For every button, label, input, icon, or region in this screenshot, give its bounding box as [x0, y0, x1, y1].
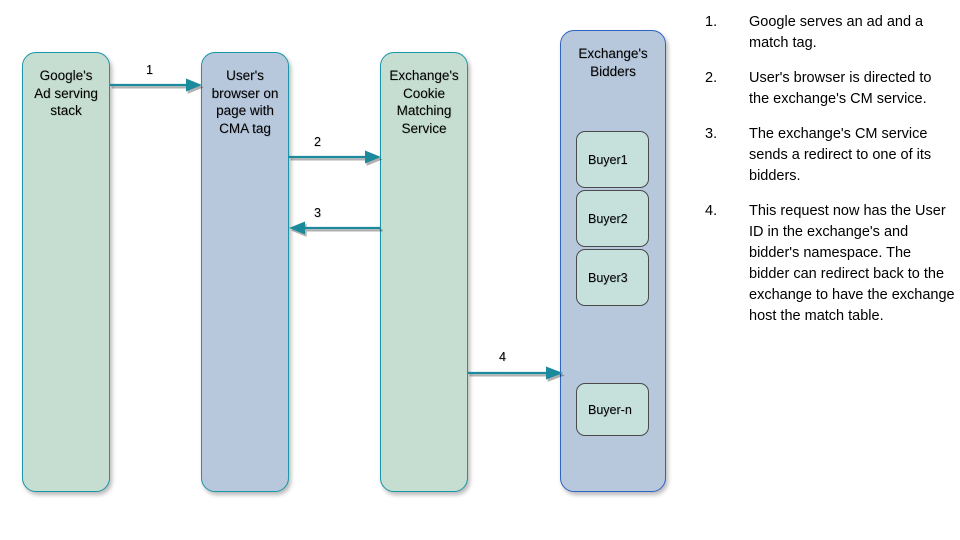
process-box-exchange-cookie-matching-service[interactable]: Exchange's Cookie Matching Service [380, 52, 468, 492]
buyer-box-buyer-n[interactable]: Buyer-n [576, 383, 649, 436]
buyer-box-buyer3[interactable]: Buyer3 [576, 249, 649, 306]
step-number: 3. [705, 126, 718, 142]
arrow-2-shape [289, 150, 383, 166]
step-text: Google serves an ad and a match tag. [749, 14, 924, 51]
steps-list: 1. Google serves an ad and a match tag. … [705, 12, 955, 341]
step-text: User's browser is directed to the exchan… [749, 70, 932, 107]
arrow-1-label: 1 [146, 63, 153, 77]
step-item: 1. Google serves an ad and a match tag. [705, 12, 955, 54]
buyer-box-label: Buyer3 [588, 270, 628, 285]
process-box-label: User's browser on page with CMA tag [211, 68, 279, 136]
arrow-2-label: 2 [314, 135, 321, 149]
step-item: 4. This request now has the User ID in t… [705, 201, 955, 327]
buyer-box-buyer2[interactable]: Buyer2 [576, 190, 649, 247]
buyer-box-label: Buyer1 [588, 152, 628, 167]
step-number: 4. [705, 203, 718, 219]
process-box-user-browser[interactable]: User's browser on page with CMA tag [201, 52, 289, 492]
arrow-4-shape [468, 366, 565, 382]
buyer-box-label: Buyer2 [588, 211, 628, 226]
arrow-3-shape [289, 221, 383, 237]
process-box-label: Exchange's Cookie Matching Service [389, 68, 459, 136]
step-item: 2. User's browser is directed to the exc… [705, 68, 955, 110]
process-box-label: Google's Ad serving stack [34, 68, 98, 118]
step-text: The exchange's CM service sends a redire… [749, 126, 932, 184]
process-box-google-ad-serving-stack[interactable]: Google's Ad serving stack [22, 52, 110, 492]
arrow-4-label: 4 [499, 350, 506, 364]
arrow-3-label: 3 [314, 206, 321, 220]
step-text: This request now has the User ID in the … [749, 203, 955, 324]
buyer-box-label: Buyer-n [588, 402, 632, 417]
buyer-box-buyer1[interactable]: Buyer1 [576, 131, 649, 188]
step-number: 2. [705, 70, 718, 86]
arrow-1-shape [110, 78, 204, 94]
step-number: 1. [705, 14, 718, 30]
step-item: 3. The exchange's CM service sends a red… [705, 124, 955, 187]
process-box-label: Exchange's Bidders [578, 46, 648, 79]
